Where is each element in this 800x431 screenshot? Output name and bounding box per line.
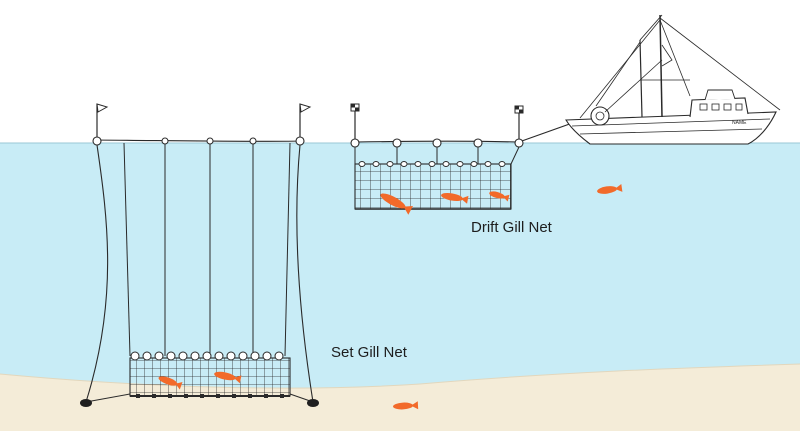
anchor-weight-icon: [80, 399, 92, 407]
flag-icon: [299, 103, 312, 140]
flag-icon: [514, 105, 524, 142]
float-icon: [249, 137, 257, 145]
set-net-floats: [130, 351, 284, 361]
drift-gill-net: [350, 103, 579, 210]
fish-icon: [214, 371, 242, 384]
fish-icon: [489, 191, 510, 202]
float-icon: [473, 138, 483, 148]
float-icon: [350, 138, 360, 148]
flag-icon: [350, 103, 360, 142]
seabed: [0, 364, 800, 431]
fish-icon: [380, 193, 414, 215]
drift-gill-net-label: Drift Gill Net: [471, 219, 552, 236]
float-icon: [206, 137, 214, 145]
fish-icon: [158, 376, 183, 390]
float-icon: [161, 137, 169, 145]
float-icon: [392, 138, 402, 148]
boat-hull-name: NAME: [732, 120, 747, 126]
float-icon: [295, 136, 305, 146]
anchor-weight-icon: [307, 399, 319, 407]
fish-icon: [441, 192, 469, 204]
float-icon: [514, 138, 524, 148]
fish-icon: [597, 183, 623, 194]
float-icon: [432, 138, 442, 148]
set-gill-net: [85, 103, 314, 403]
lead-line-weights: [136, 394, 284, 398]
fish-group: [158, 183, 623, 410]
set-gill-net-label: Set Gill Net: [331, 344, 407, 361]
fishing-boat-icon: [565, 14, 781, 145]
fish-icon: [393, 401, 419, 410]
drift-net-floats: [358, 161, 506, 167]
float-icon: [92, 136, 102, 146]
flag-icon: [96, 103, 109, 140]
